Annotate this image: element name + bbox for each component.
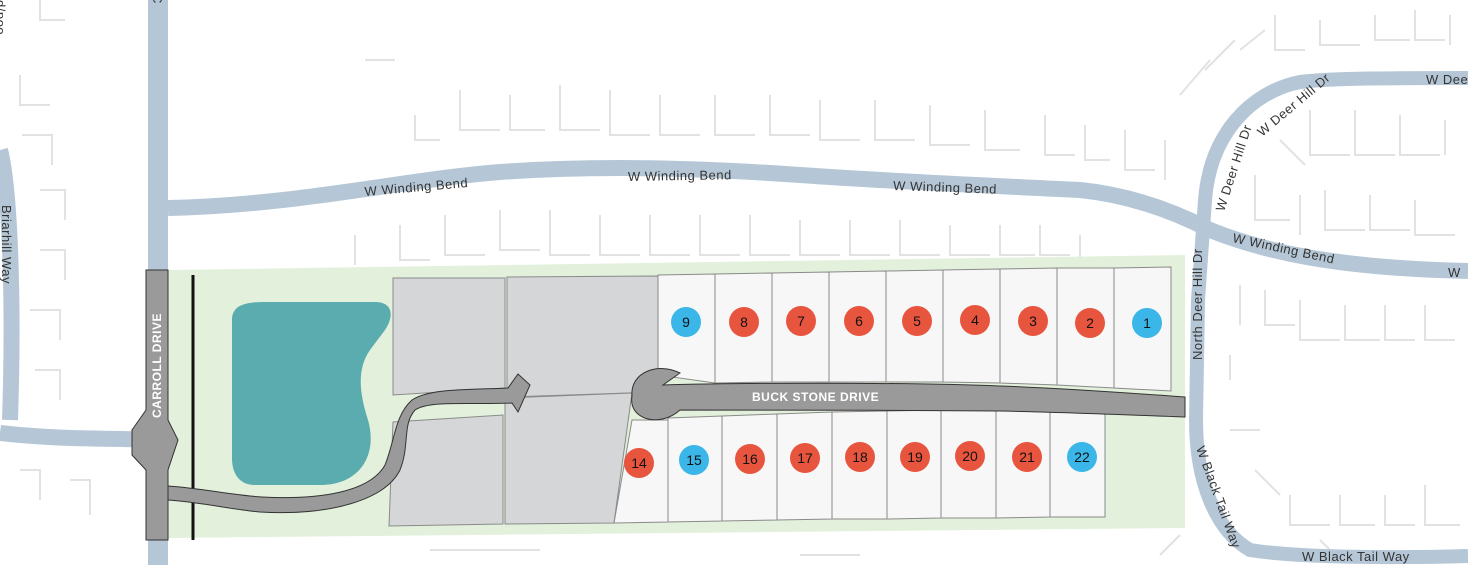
lot-number-label: 19 — [907, 449, 923, 465]
road-segment — [1188, 71, 1468, 565]
lot-marker-4[interactable]: 4 — [960, 305, 990, 335]
entrance-road — [167, 373, 531, 514]
lot-number-label: 16 — [742, 451, 758, 467]
road-label: W Winding Bend — [364, 175, 469, 199]
road-label: W — [1448, 265, 1461, 280]
lot-marker-6[interactable]: 6 — [844, 306, 874, 336]
lot-marker-7[interactable]: 7 — [786, 306, 816, 336]
carroll-drive — [131, 269, 179, 541]
buck-stone-drive-label: BUCK STONE DRIVE — [752, 390, 879, 404]
lot-marker-circle[interactable] — [790, 443, 820, 473]
lot-marker-16[interactable]: 16 — [735, 444, 765, 474]
road-segment — [167, 160, 1214, 238]
parcel — [506, 275, 659, 398]
lot-number-label: 3 — [1029, 313, 1037, 329]
common-parcels — [388, 275, 659, 527]
lot-number-label: 18 — [852, 449, 868, 465]
lot-marker-circle[interactable] — [900, 442, 930, 472]
parcel — [388, 414, 504, 527]
lot-number-label: 22 — [1074, 449, 1090, 465]
road-segment — [1207, 222, 1468, 279]
lot-marker-circle[interactable] — [960, 305, 990, 335]
lot-marker-20[interactable]: 20 — [955, 441, 985, 471]
road-label: d/poo — [0, 0, 8, 35]
road-label: North Deer Hill Dr — [1190, 248, 1205, 360]
road-label: W Winding Bend — [893, 178, 997, 197]
lot-marker-21[interactable]: 21 — [1012, 442, 1042, 472]
road-label: Briarhill Way — [0, 205, 14, 284]
lot-number-label: 21 — [1019, 449, 1035, 465]
parcel — [392, 277, 506, 396]
lot-marker-circle[interactable] — [955, 441, 985, 471]
lot-marker-19[interactable]: 19 — [900, 442, 930, 472]
lot-marker-circle[interactable] — [671, 307, 701, 337]
lot-marker-9[interactable]: 9 — [671, 307, 701, 337]
lot-marker-circle[interactable] — [786, 306, 816, 336]
road-label: W Winding Bend — [628, 167, 732, 184]
lot-number-label: 2 — [1086, 315, 1094, 331]
lot-marker-circle[interactable] — [735, 444, 765, 474]
lot-marker-18[interactable]: 18 — [845, 442, 875, 472]
lot-marker-circle[interactable] — [729, 307, 759, 337]
lot-marker-circle[interactable] — [902, 306, 932, 336]
neighborhood-buildings — [19, 0, 1460, 556]
lot-marker-circle[interactable] — [1075, 308, 1105, 338]
lot-number-label: 8 — [740, 314, 748, 330]
lot-marker-1[interactable]: 1 — [1132, 308, 1162, 338]
lot-marker-circle[interactable] — [1018, 306, 1048, 336]
lot-markers: 1 2 3 4 5 6 7 8 9 14 15 16 17 18 19 20 21 22 — [624, 305, 1162, 478]
road-label: W Dee — [1426, 72, 1468, 87]
lot-number-label: 14 — [631, 455, 647, 471]
road-label: W Black Tail Way — [1302, 549, 1410, 564]
lot-marker-circle[interactable] — [624, 448, 654, 478]
lot-marker-circle[interactable] — [1067, 442, 1097, 472]
lot-marker-17[interactable]: 17 — [790, 443, 820, 473]
retention-pond — [232, 302, 391, 485]
lot-number-label: 15 — [686, 452, 702, 468]
lot-marker-14[interactable]: 14 — [624, 448, 654, 478]
road-segment — [0, 148, 20, 421]
lot-marker-circle[interactable] — [679, 445, 709, 475]
lot-marker-22[interactable]: 22 — [1067, 442, 1097, 472]
lot-number-label: 1 — [1143, 315, 1151, 331]
lot-marker-3[interactable]: 3 — [1018, 306, 1048, 336]
lot-marker-circle[interactable] — [1012, 442, 1042, 472]
road-label: C — [150, 0, 165, 4]
lot-number-label: 20 — [962, 448, 978, 464]
carroll-drive-label: CARROLL DRIVE — [150, 313, 164, 418]
lot-marker-5[interactable]: 5 — [902, 306, 932, 336]
lot-marker-8[interactable]: 8 — [729, 307, 759, 337]
lot-marker-2[interactable]: 2 — [1075, 308, 1105, 338]
buck-stone-drive — [631, 368, 1186, 421]
lot-marker-15[interactable]: 15 — [679, 445, 709, 475]
lot-marker-circle[interactable] — [845, 442, 875, 472]
lot-number-label: 7 — [797, 313, 805, 329]
lot-number-label: 6 — [855, 313, 863, 329]
lot-marker-circle[interactable] — [1132, 308, 1162, 338]
parcel — [504, 392, 633, 525]
lot-number-label: 17 — [797, 450, 813, 466]
road-label: W Black Tail Way — [1193, 444, 1244, 550]
lot-number-label: 9 — [682, 314, 690, 330]
lot-number-label: 5 — [913, 313, 921, 329]
lot-marker-circle[interactable] — [844, 306, 874, 336]
lot-number-label: 4 — [971, 312, 979, 328]
